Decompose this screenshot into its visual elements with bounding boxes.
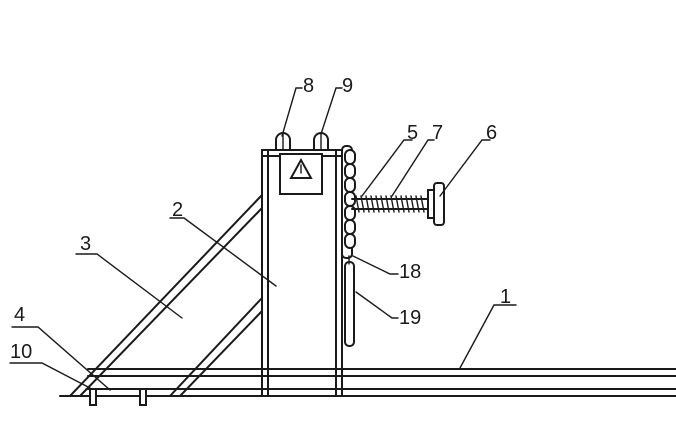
label-19: 19 [399,307,421,329]
control-box [279,153,323,195]
label-4: 4 [14,304,25,326]
label-6: 6 [486,122,497,144]
label-3: 3 [80,233,91,255]
spring-assembly [351,195,431,213]
label-10: 10 [10,341,32,363]
label-1: 1 [500,286,511,308]
label-9: 9 [342,75,353,97]
diagonal-brace [69,194,263,397]
label-5: 5 [407,122,418,144]
leader-lines [9,87,517,391]
base-rail [59,368,676,397]
label-18: 18 [399,261,421,283]
top-knobs [275,132,329,151]
label-7: 7 [432,122,443,144]
guide-rod [344,255,355,347]
label-8: 8 [303,75,314,97]
handle-cap [427,182,445,226]
part-labels: 1 2 3 4 10 8 9 5 7 6 18 19 [10,75,511,363]
base-bolts [85,388,151,406]
chain-assembly [341,145,356,259]
vertical-frame [261,149,345,397]
label-2: 2 [172,199,183,221]
